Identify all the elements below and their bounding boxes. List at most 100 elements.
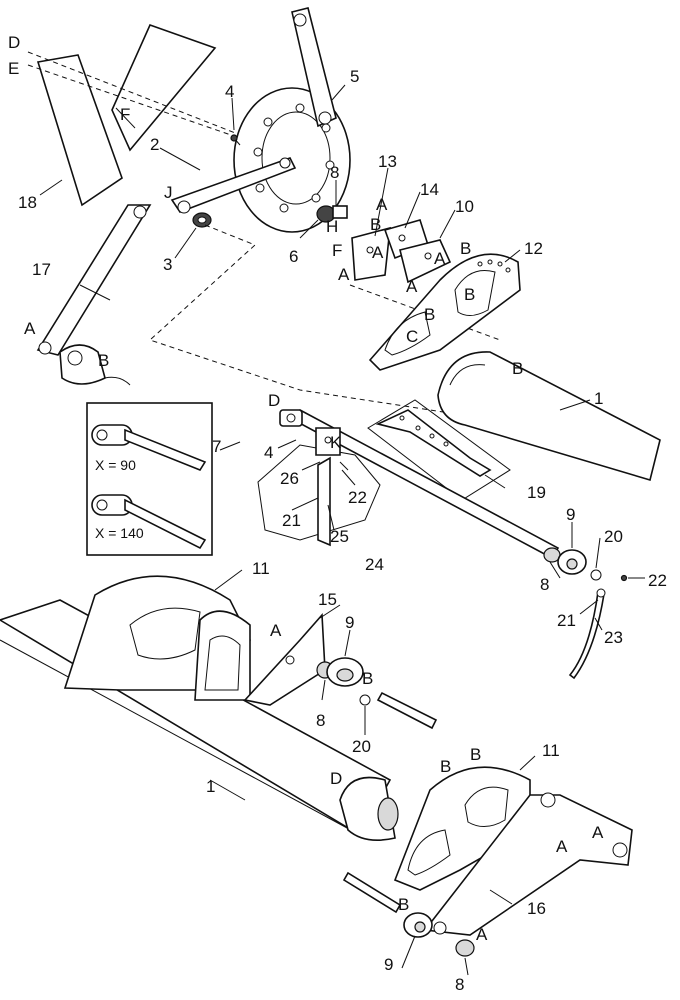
callout-12: 12 bbox=[524, 239, 543, 258]
callout-9-bottom: 9 bbox=[384, 955, 393, 974]
callout-9-mid: 9 bbox=[345, 613, 354, 632]
letter-H: H bbox=[326, 217, 338, 236]
letter-A-12: A bbox=[406, 277, 418, 296]
letter-B-9bot: B bbox=[398, 895, 409, 914]
pin-shaft-mid bbox=[376, 691, 438, 730]
callout-1-bottom: 1 bbox=[206, 777, 215, 796]
dash-line-to-shaft bbox=[149, 224, 561, 431]
bracket-10 bbox=[399, 239, 452, 284]
callout-18: 18 bbox=[18, 193, 37, 212]
letter-A-16a: A bbox=[592, 823, 604, 842]
letter-A-8bot: A bbox=[476, 925, 488, 944]
reference-letters: D E F J H A B A B F A A A B A B B C B D … bbox=[8, 33, 604, 944]
letter-F-13: F bbox=[332, 241, 342, 260]
callout-13: 13 bbox=[378, 152, 397, 171]
bracket-13 bbox=[351, 226, 391, 281]
callout-3: 3 bbox=[163, 255, 172, 274]
letter-B-10: B bbox=[460, 239, 471, 258]
bearing-8-bottom bbox=[455, 939, 475, 957]
letter-B-11a: B bbox=[440, 757, 451, 776]
main-shaft bbox=[279, 409, 561, 563]
letter-C-12: C bbox=[406, 327, 418, 346]
letter-K: K bbox=[330, 433, 342, 452]
callout-20-mid: 20 bbox=[352, 737, 371, 756]
callout-24: 24 bbox=[365, 555, 384, 574]
letter-A-14a: A bbox=[372, 243, 384, 262]
arm-2 bbox=[170, 157, 297, 214]
callout-5: 5 bbox=[350, 67, 359, 86]
callout-2: 2 bbox=[150, 135, 159, 154]
leader-lines bbox=[39, 84, 645, 976]
letter-D-top: D bbox=[8, 33, 20, 52]
letter-D-mid: D bbox=[268, 391, 280, 410]
washer-9-bottom bbox=[403, 912, 433, 938]
callout-numbers: 1 1 2 3 4 4 5 6 7 8 8 8 8 9 9 9 10 11 11… bbox=[18, 67, 667, 994]
callout-21-right: 21 bbox=[557, 611, 576, 630]
callout-22-mid: 22 bbox=[348, 488, 367, 507]
callout-4-mid: 4 bbox=[264, 443, 273, 462]
letter-B-1top: B bbox=[512, 359, 523, 378]
callout-10: 10 bbox=[455, 197, 474, 216]
callout-14: 14 bbox=[420, 180, 439, 199]
callout-19: 19 bbox=[527, 483, 546, 502]
letter-B-15: B bbox=[362, 669, 373, 688]
spring-23 bbox=[568, 588, 606, 680]
bracket-15 bbox=[243, 613, 326, 706]
callout-11-mid: 11 bbox=[252, 559, 270, 578]
washer-9-right bbox=[557, 549, 587, 575]
letter-B-12a: B bbox=[464, 285, 475, 304]
ring-20-right bbox=[590, 569, 602, 581]
bearing-3 bbox=[192, 212, 212, 228]
callout-11-bottom: 11 bbox=[542, 741, 560, 760]
callout-8-top: 8 bbox=[330, 163, 339, 182]
letter-A-17: A bbox=[24, 319, 36, 338]
letter-B-17: B bbox=[98, 351, 109, 370]
arm-16 bbox=[423, 792, 633, 936]
inset-label-x140: X = 140 bbox=[95, 525, 144, 541]
side-plate-12 bbox=[368, 253, 521, 371]
bolt-head-4 bbox=[230, 134, 238, 142]
arm-upper-5 bbox=[291, 7, 337, 128]
callout-8-mid: 8 bbox=[316, 711, 325, 730]
letter-A-14b: A bbox=[434, 249, 446, 268]
letter-E-top: E bbox=[8, 59, 19, 78]
dash-line-E bbox=[27, 64, 261, 146]
letter-A-13a: A bbox=[376, 195, 388, 214]
callout-23: 23 bbox=[604, 628, 623, 647]
callout-25: 25 bbox=[330, 527, 349, 546]
callout-15: 15 bbox=[318, 590, 337, 609]
callout-8-bottom: 8 bbox=[455, 975, 464, 994]
ring-20-mid bbox=[359, 694, 371, 706]
pin-22-right bbox=[620, 574, 628, 582]
letter-B-12b: B bbox=[424, 305, 435, 324]
letter-F-top: F bbox=[120, 105, 130, 124]
callout-7: 7 bbox=[212, 437, 221, 456]
bearing-6 bbox=[316, 205, 348, 223]
letter-B-11b: B bbox=[470, 745, 481, 764]
callout-17: 17 bbox=[32, 260, 51, 279]
letter-D-bottom: D bbox=[330, 769, 342, 788]
callout-4-top: 4 bbox=[225, 82, 234, 101]
callout-1-top: 1 bbox=[594, 389, 603, 408]
washer-9-mid bbox=[326, 657, 364, 687]
letter-B-13: B bbox=[370, 215, 381, 234]
shaft-19 bbox=[367, 399, 511, 501]
letter-A-16b: A bbox=[556, 837, 568, 856]
callout-16: 16 bbox=[527, 899, 546, 918]
callout-22-right: 22 bbox=[648, 571, 667, 590]
letter-A-13b: A bbox=[338, 265, 350, 284]
callout-9-right: 9 bbox=[566, 505, 575, 524]
callout-20-right: 20 bbox=[604, 527, 623, 546]
inset-label-x90: X = 90 bbox=[95, 457, 136, 473]
pin-shaft-bottom bbox=[342, 871, 402, 914]
callout-8-mid-right: 8 bbox=[540, 575, 549, 594]
callout-6: 6 bbox=[289, 247, 298, 266]
lever-assembly-24 bbox=[257, 427, 381, 547]
tube-1-top bbox=[437, 351, 661, 482]
side-plate-11-mid bbox=[63, 575, 251, 701]
inset-7 bbox=[86, 402, 213, 556]
letter-J: J bbox=[164, 183, 173, 202]
panel-18 bbox=[36, 23, 217, 207]
arm-17 bbox=[36, 204, 152, 386]
